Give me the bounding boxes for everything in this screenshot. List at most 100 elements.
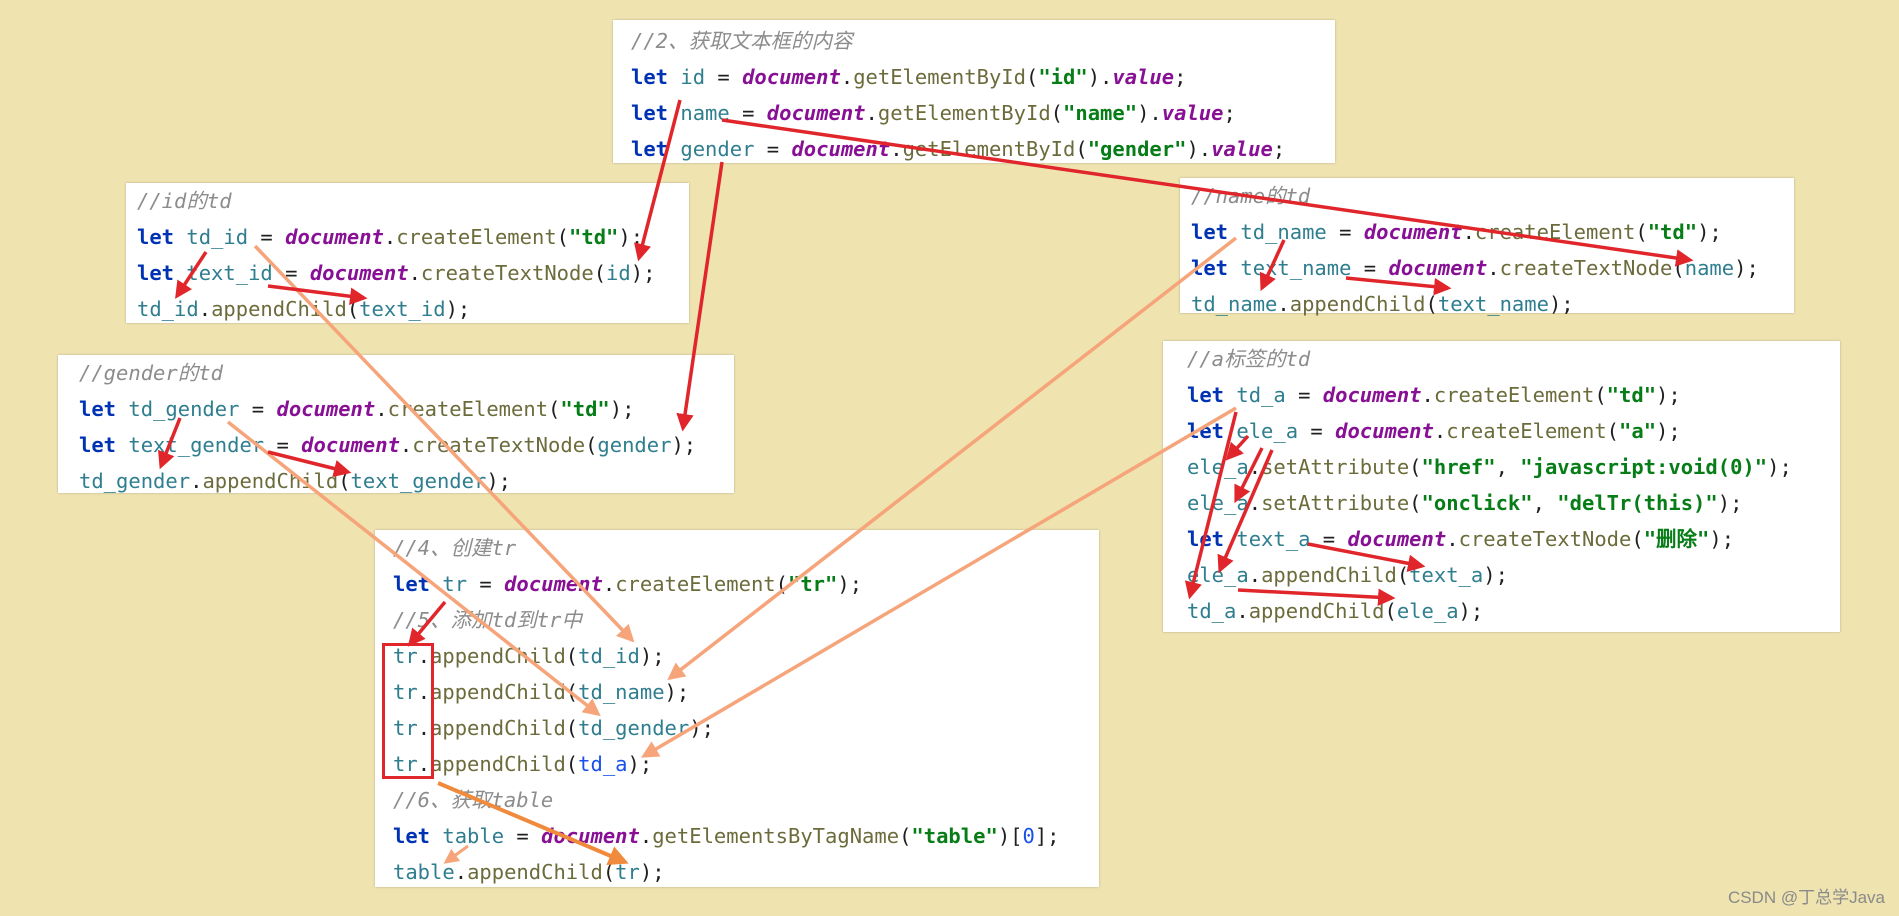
code-token: let	[137, 261, 187, 285]
code-line: //6、获取table	[393, 782, 553, 818]
code-line: ele_a.setAttribute("href", "javascript:v…	[1187, 449, 1792, 485]
code-token: =	[1310, 527, 1348, 551]
code-token: gender	[597, 433, 672, 457]
code-line: td_gender.appendChild(text_gender);	[79, 463, 511, 499]
code-token: //name的td	[1191, 184, 1311, 208]
code-token: td_id	[186, 225, 249, 249]
code-token: );	[639, 860, 665, 884]
code-token: ;	[1272, 137, 1286, 161]
code-token: .	[1487, 256, 1500, 280]
code-token: text_name	[1437, 292, 1549, 316]
code-token: .	[417, 716, 431, 740]
code-token: document	[285, 225, 384, 249]
code-token: );	[1548, 292, 1574, 316]
tr-highlight-box	[382, 643, 434, 779]
code-token: createElement	[396, 225, 557, 249]
code-token: "td"	[1606, 383, 1657, 407]
code-token: "gender"	[1087, 137, 1187, 161]
code-token: "name"	[1063, 101, 1138, 125]
code-token: "javascript:void(0)"	[1520, 455, 1768, 479]
code-token: ).	[1137, 101, 1162, 125]
code-token: );	[689, 716, 714, 740]
code-token: appendChild	[430, 644, 566, 668]
code-token: createElement	[1474, 220, 1636, 244]
code-token: text_a	[1236, 527, 1311, 551]
code-token: (	[565, 716, 579, 740]
code-token: );	[1483, 563, 1508, 587]
code-token: appendChild	[211, 297, 347, 321]
code-token: //6、获取table	[393, 788, 554, 812]
code-token: createElement	[615, 572, 776, 596]
code-token: =	[248, 225, 286, 249]
code-token: (	[1050, 101, 1064, 125]
code-token: name	[1684, 256, 1735, 280]
code-token: "onclick"	[1421, 491, 1533, 515]
code-token: getElementsByTagName	[652, 824, 900, 848]
code-line: //5、添加td到tr中	[393, 602, 582, 638]
code-token: (	[565, 644, 579, 668]
code-token: getElementById	[853, 65, 1026, 89]
code-token: (	[1606, 419, 1620, 443]
code-token: createElement	[1433, 383, 1595, 407]
code-line: let td_gender = document.createElement("…	[79, 391, 634, 427]
code-token: td_a	[578, 752, 628, 776]
code-token: (	[1396, 563, 1410, 587]
code-token: "tr"	[787, 572, 838, 596]
code-token: document	[742, 65, 841, 89]
code-token: );	[671, 433, 697, 457]
code-token: );	[630, 261, 656, 285]
code-line: let tr = document.createElement("tr");	[393, 566, 862, 602]
code-token: setAttribute	[1261, 455, 1410, 479]
code-token: td_name	[1191, 292, 1278, 316]
code-token: "删除"	[1643, 527, 1710, 551]
code-token: let	[1187, 419, 1237, 443]
code-token: );	[618, 225, 644, 249]
code-token: let	[137, 225, 187, 249]
code-token: value	[1161, 101, 1224, 125]
code-token: gender	[680, 137, 755, 161]
code-token: (	[775, 572, 788, 596]
code-token: text_id	[359, 297, 446, 321]
code-token: .	[1446, 527, 1459, 551]
code-line: //4、创建tr	[393, 530, 516, 566]
code-token: let	[1191, 256, 1241, 280]
code-token: ,	[1532, 491, 1558, 515]
code-line: let text_gender = document.createTextNod…	[79, 427, 696, 463]
code-token: document	[504, 572, 603, 596]
code-token: (	[556, 225, 570, 249]
code-token: createElement	[387, 397, 549, 421]
code-token: appendChild	[1248, 599, 1385, 623]
code-token: getElementById	[877, 101, 1051, 125]
code-token: "td"	[569, 225, 619, 249]
code-token: .	[399, 433, 413, 457]
code-token: .	[375, 397, 388, 421]
code-token: td_a	[1236, 383, 1286, 407]
code-token: );	[609, 397, 635, 421]
code-token: 0	[1022, 824, 1035, 848]
code-token: //id的td	[137, 189, 232, 213]
code-token: document	[791, 137, 891, 161]
code-line: td_id.appendChild(text_id);	[137, 291, 470, 327]
code-token: appendChild	[1289, 292, 1426, 316]
code-token: //gender的td	[79, 361, 223, 385]
code-token: text_gender	[350, 469, 487, 493]
code-token: createElement	[1446, 419, 1607, 443]
code-token: );	[445, 297, 471, 321]
code-line: //id的td	[137, 183, 232, 219]
code-token: document	[276, 397, 376, 421]
code-token: );	[639, 644, 665, 668]
code-token: )[	[997, 824, 1023, 848]
code-token: .	[890, 137, 903, 161]
code-token: (	[1594, 383, 1607, 407]
code-line: td_name.appendChild(text_name);	[1191, 286, 1574, 322]
code-token: let	[1191, 220, 1241, 244]
code-token: let	[1187, 527, 1237, 551]
code-token: let	[393, 824, 443, 848]
code-token: );	[1697, 220, 1722, 244]
code-token: .	[198, 297, 212, 321]
code-line: let text_a = document.createTextNode("删除…	[1187, 521, 1734, 557]
code-line: let td_id = document.createElement("td")…	[137, 219, 643, 255]
